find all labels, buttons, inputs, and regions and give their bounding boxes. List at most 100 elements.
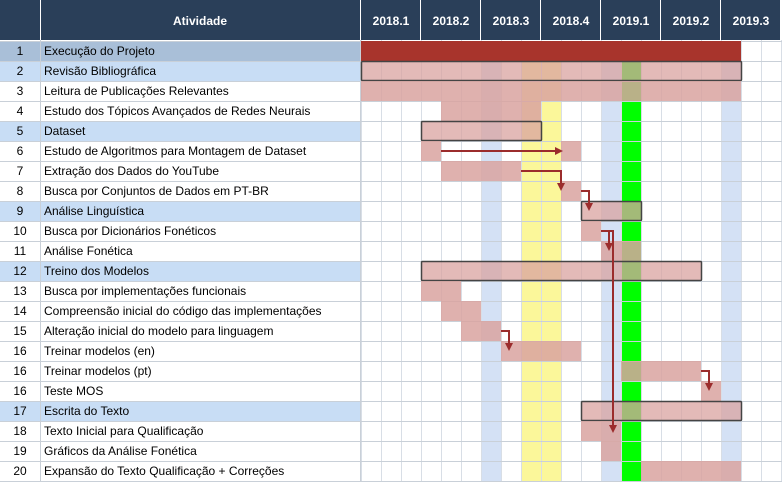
task-name: Treinar modelos (en)	[44, 344, 155, 358]
row-number-cell	[0, 361, 40, 381]
task-number: 16	[13, 364, 27, 378]
header-period-cell	[601, 0, 660, 40]
group-bar	[420, 260, 703, 282]
row-number-cell	[0, 301, 40, 321]
task-number: 16	[13, 344, 27, 358]
task-number: 14	[13, 304, 27, 318]
task-bar	[561, 141, 581, 161]
row-number-cell	[0, 321, 40, 341]
row-name-cell	[41, 381, 360, 401]
task-name: Extração dos Dados do YouTube	[44, 164, 219, 178]
task-name: Dataset	[44, 124, 86, 138]
header-period-label: 2018.1	[373, 14, 410, 28]
row-name-cell	[41, 241, 360, 261]
task-name: Busca por Conjuntos de Dados em PT-BR	[44, 184, 269, 198]
task-name: Teste MOS	[44, 384, 103, 398]
project-bar	[361, 41, 741, 61]
row-name-cell	[41, 41, 360, 61]
task-number: 10	[13, 224, 27, 238]
task-bar	[561, 181, 581, 201]
task-number: 3	[17, 84, 24, 98]
header-period-cell	[541, 0, 600, 40]
task-number: 16	[13, 384, 27, 398]
row-number-cell	[0, 41, 40, 61]
task-name: Compreensão inicial do código das implem…	[44, 304, 322, 318]
task-bar	[461, 321, 501, 341]
group-bar	[580, 400, 743, 422]
task-name: Treinar modelos (pt)	[44, 364, 152, 378]
task-number: 8	[17, 184, 24, 198]
header-period-label: 2018.2	[433, 14, 470, 28]
task-name: Execução do Projeto	[44, 44, 155, 58]
task-bar	[581, 221, 601, 241]
row-number-cell	[0, 281, 40, 301]
task-name: Gráficos da Análise Fonética	[44, 444, 197, 458]
task-name: Treino dos Modelos	[44, 264, 149, 278]
bars-layer	[360, 41, 743, 481]
task-number: 12	[13, 264, 27, 278]
row-name-cell	[41, 121, 360, 141]
task-number: 15	[13, 324, 27, 338]
task-name: Busca por Dicionários Fonéticos	[44, 224, 216, 238]
task-name: Escrita do Texto	[44, 404, 129, 418]
row-number-cell	[0, 381, 40, 401]
row-number-cell	[0, 141, 40, 161]
task-bar	[421, 281, 461, 301]
row-number-cell	[0, 81, 40, 101]
dependency-arrow	[701, 370, 713, 391]
row-name-cell	[41, 181, 360, 201]
task-number: 1	[17, 44, 24, 58]
header-period-label: 2019.3	[733, 14, 770, 28]
row-number-cell	[0, 101, 40, 121]
group-bar	[420, 120, 543, 142]
task-name: Estudo dos Tópicos Avançados de Redes Ne…	[44, 104, 310, 118]
row-name-cell	[41, 361, 360, 381]
row-number-cell	[0, 341, 40, 361]
task-bar	[441, 101, 541, 121]
task-bar	[641, 461, 741, 481]
task-number: 11	[14, 244, 27, 258]
row-number-cell	[0, 201, 40, 221]
row-name-cell	[41, 141, 360, 161]
dependency-arrow	[521, 170, 565, 191]
group-bar	[580, 200, 643, 222]
row-name-cell	[41, 421, 360, 441]
header-number-cell	[0, 0, 40, 40]
row-name-cell	[41, 61, 360, 81]
task-bar	[581, 421, 621, 441]
task-name: Estudo de Algoritmos para Montagem de Da…	[44, 144, 307, 158]
header-activity-cell	[41, 0, 360, 40]
task-name: Análise Linguística	[44, 204, 144, 218]
task-bar	[441, 161, 521, 181]
task-name: Análise Fonética	[44, 244, 133, 258]
group-bar	[360, 60, 743, 82]
row-name-cell	[41, 101, 360, 121]
header-layer	[0, 0, 780, 40]
task-number: 2	[17, 64, 24, 78]
task-number: 7	[17, 164, 24, 178]
header-period-label: 2019.2	[673, 14, 710, 28]
task-number: 4	[17, 104, 24, 118]
dependency-arrow	[501, 330, 513, 351]
row-name-cell	[41, 81, 360, 101]
task-number: 5	[17, 124, 24, 138]
header-period-label: 2018.4	[553, 14, 590, 28]
row-number-cell	[0, 61, 40, 81]
dependency-arrow	[601, 230, 617, 433]
row-name-cell	[41, 221, 360, 241]
row-number-cell	[0, 121, 40, 141]
header-period-cell	[661, 0, 720, 40]
header-activity-label: Atividade	[173, 14, 227, 28]
task-bar	[441, 301, 481, 321]
dependency-arrows-layer	[441, 147, 713, 433]
task-name: Busca por implementações funcionais	[44, 284, 246, 298]
row-number-cell	[0, 221, 40, 241]
task-name: Leitura de Publicações Relevantes	[44, 84, 229, 98]
row-number-cell	[0, 181, 40, 201]
row-number-cell	[0, 261, 40, 281]
task-bar	[601, 241, 641, 261]
rows-layer	[0, 41, 360, 481]
task-bar	[601, 441, 621, 461]
row-name-cell	[41, 441, 360, 461]
